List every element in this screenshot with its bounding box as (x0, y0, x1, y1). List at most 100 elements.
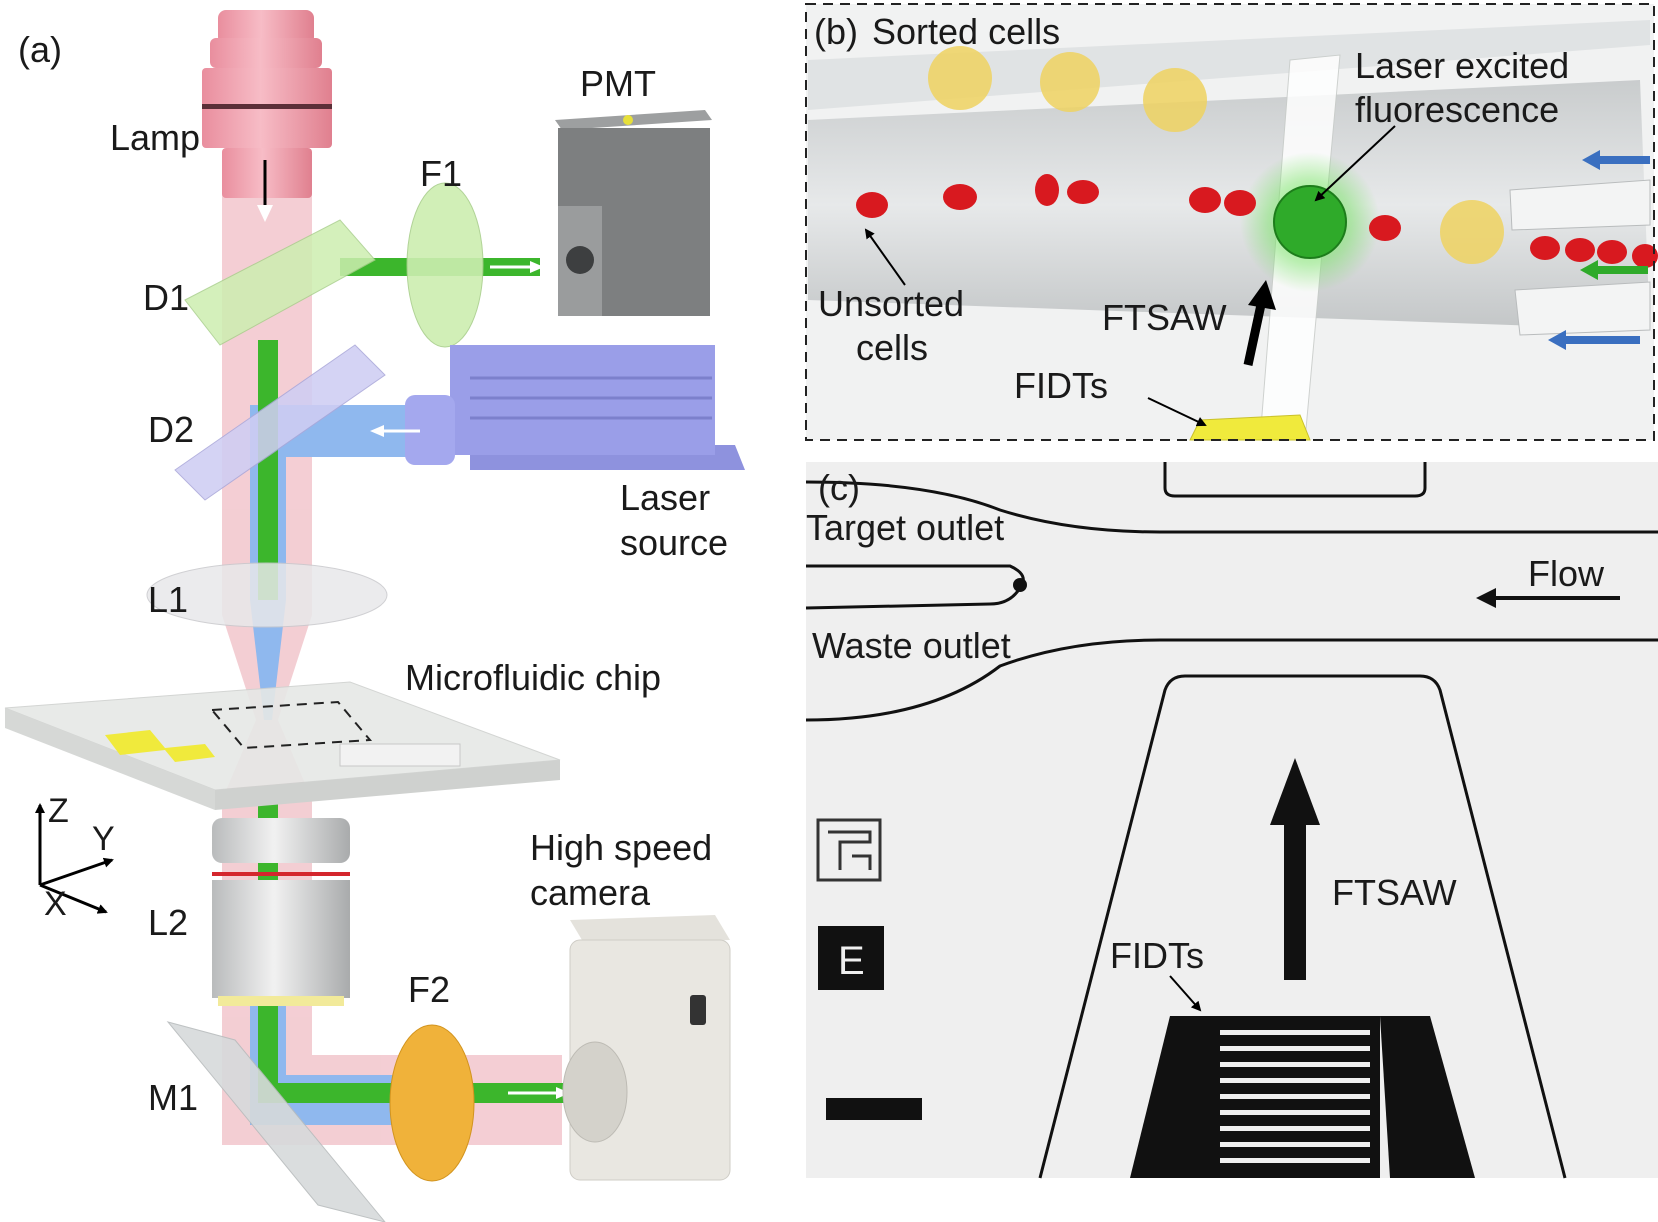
axis-y-label: Y (92, 820, 115, 858)
f2-label: F2 (408, 969, 450, 1010)
chip-channels (339, 743, 461, 767)
fidt-left-bus (1130, 1016, 1215, 1178)
d2-label: D2 (148, 409, 194, 450)
flow-arrowhead-b-top (1582, 150, 1600, 170)
fidts-pointer-c (1169, 975, 1202, 1012)
objective-body (212, 880, 350, 998)
channel-lower-wall (805, 638, 1658, 722)
pmt-aperture (566, 246, 594, 274)
fidt-finger (1220, 1110, 1370, 1115)
excited-label-line2: fluorescence (1355, 89, 1559, 130)
laser-beam-focus (250, 600, 286, 720)
alignment-mark-e: E (838, 939, 865, 983)
pmt-top (555, 110, 712, 130)
l1-label: L1 (148, 579, 188, 620)
rbc (1369, 215, 1401, 241)
axes: Z Y X (35, 792, 115, 923)
target-outlet-label: Target outlet (806, 507, 1004, 548)
ftsaw-arrow-b (1243, 299, 1267, 366)
sorted-cell-1 (928, 46, 992, 110)
lamp-top (218, 10, 314, 45)
axis-x-line (39, 883, 108, 914)
sorted-cell-4 (1440, 200, 1504, 264)
camera-top (570, 915, 730, 945)
rbc (1035, 174, 1059, 206)
saw-chamber (1038, 674, 1567, 1179)
alignment-mark-e-box (818, 926, 884, 990)
sorted-cell-3 (1143, 68, 1207, 132)
panel-b-border (805, 3, 1655, 441)
scale-bar (826, 1098, 922, 1120)
chip-side-front (215, 760, 560, 810)
flow-arrowhead-c (1476, 588, 1496, 608)
channel-upper-wall (805, 480, 1658, 534)
lamp-neck (222, 148, 312, 198)
filter-f2 (389, 1024, 475, 1182)
ftsaw-label-b: FTSAW (1102, 297, 1227, 338)
chip-label: Microfluidic chip (405, 657, 661, 698)
fidt-finger (1220, 1046, 1370, 1051)
laser-nozzle (405, 395, 455, 465)
lamp-ring (202, 104, 332, 109)
m1-label: M1 (148, 1077, 198, 1118)
flow-arrowhead-b-mid (1580, 260, 1598, 280)
chip-electrode-pads (105, 730, 215, 762)
lamp (202, 10, 332, 222)
f1-label: F1 (420, 153, 462, 194)
laser-label-line1: Laser (620, 477, 710, 518)
splitter-tip (1013, 578, 1027, 592)
flow-label: Flow (1528, 553, 1605, 594)
chip-side-left (5, 708, 215, 810)
fidt-finger (1220, 1126, 1370, 1131)
panel-b-tag: (b) (814, 11, 858, 52)
waste-outlet-label: Waste outlet (812, 625, 1011, 666)
rbc (856, 192, 888, 218)
lamp-beam-arrowhead (257, 205, 273, 222)
objective-top (212, 818, 350, 863)
camera-label-line2: camera (530, 872, 651, 913)
high-speed-camera (562, 915, 731, 1181)
pmt-label: PMT (580, 63, 656, 104)
sorted-cell-2 (1040, 52, 1100, 112)
fidt-fingers (1220, 1030, 1370, 1163)
excited-label-line1: Laser excited (1355, 45, 1569, 86)
ftsaw-arrowhead-c (1270, 758, 1320, 825)
rbc (1067, 180, 1099, 204)
target-cell (1273, 185, 1347, 259)
fidt-finger (1220, 1078, 1370, 1083)
ftsaw-arrowhead-b (1248, 280, 1276, 310)
rbc (1597, 240, 1627, 264)
objective-red-ring (212, 872, 350, 876)
d1-label: D1 (143, 277, 189, 318)
rbc (1224, 190, 1256, 216)
pmt-indicator (623, 115, 633, 125)
fidts-label-c: FIDTs (1110, 935, 1204, 976)
axis-z-label: Z (48, 792, 69, 830)
ftsaw-arrow-c (1284, 820, 1306, 980)
fluorescence-beam-upper (258, 340, 278, 600)
red-blood-cells (856, 174, 1658, 268)
laser-source (370, 345, 745, 470)
panel-b: (b) Sorted cells Laser excited fluoresce… (805, 3, 1658, 441)
laser-body (450, 345, 715, 455)
rbc (1189, 187, 1221, 213)
fidt-finger (1220, 1142, 1370, 1147)
l2-label: L2 (148, 902, 188, 943)
mirror-m1 (166, 1021, 386, 1222)
alignment-marks (816, 818, 882, 882)
laser-label-line2: source (620, 522, 728, 563)
objective-bottom-ring (218, 996, 344, 1006)
lamp-label: Lamp (110, 117, 200, 158)
unsorted-label-line2: cells (856, 327, 928, 368)
alignment-mark-line-2 (852, 854, 872, 870)
axis-x-label: X (44, 885, 67, 923)
filter-f1 (406, 182, 484, 348)
panel-a: (a) (4, 10, 745, 1222)
fidt-finger (1220, 1030, 1370, 1035)
axis-y-line (39, 857, 114, 887)
lamp-cap (210, 38, 322, 68)
objective-l2 (212, 818, 350, 1006)
unsorted-pointer (864, 228, 906, 286)
fidt-finger (1220, 1094, 1370, 1099)
